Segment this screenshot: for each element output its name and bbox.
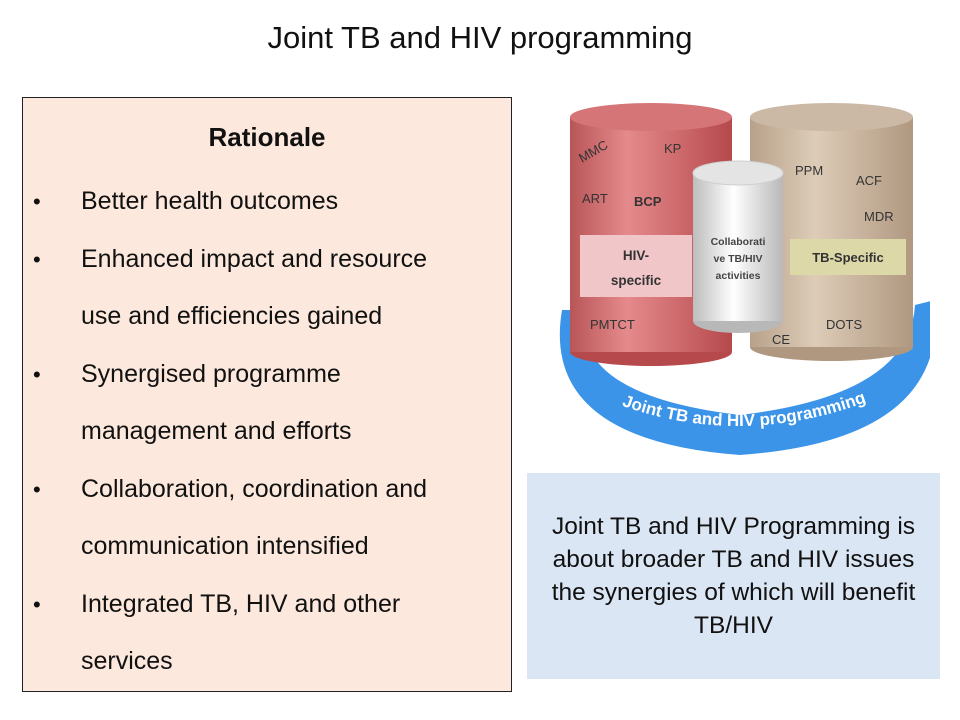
kp-label: KP [664,141,681,156]
hiv-specific-tag [580,235,692,297]
collab-line3: activities [716,270,761,282]
tb-hiv-cylinder-diagram: Joint TB and HIV programming MMC KP ART … [559,103,930,455]
page-title: Joint TB and HIV programming [267,20,693,55]
dots-label: DOTS [826,317,862,332]
collaborative-cylinder [692,160,784,333]
rationale-item: • Enhanced impact and resource use and eff… [23,231,511,346]
rationale-item-line: Integrated TB, HIV and other [81,589,401,618]
ce-label: CE [772,332,790,347]
rationale-item-line: Collaboration, coordination and [81,474,428,503]
bullet-icon: • [33,246,41,272]
pmtct-label: PMTCT [590,317,635,332]
bullet-icon: • [33,189,41,214]
bullet-icon: • [33,591,41,617]
info-box: Joint TB and HIV Programming is about br… [527,473,940,679]
tb-tag-label: TB-Specific [812,250,884,265]
hiv-tag-line1: HIV- [623,248,649,263]
acf-label: ACF [856,173,882,188]
ppm-label: PPM [795,163,823,178]
bullet-icon: • [33,476,41,502]
rationale-item-line: Synergised programme [81,359,341,388]
rationale-item-line: management and efforts [81,417,352,445]
rationale-item-line: Better health outcomes [81,187,339,215]
rationale-list: • Better health outcomes • Enhanced impact … [23,173,511,691]
bullet-icon: • [33,361,41,387]
rationale-item: • Synergised programme management and effo… [23,346,511,461]
rationale-item-line: communication intensified [81,532,369,560]
rationale-heading: Rationale [208,122,326,152]
rationale-item: • Collaboration, coordination and communic… [23,461,511,576]
rationale-item-line: use and efficiencies gained [81,302,383,330]
mdr-label: MDR [864,209,894,224]
collab-line2: ve TB/HIV [713,253,762,265]
joint-programming-arc [559,301,930,455]
tb-specific-tag [790,239,906,275]
rationale-item: • Better health outcomes [23,173,511,231]
collab-line1: Collaborati [711,236,766,248]
rationale-panel: Rationale • Better health outcomes • Enhanc… [22,97,512,692]
hiv-tag-line2: specific [611,273,662,288]
rationale-item: • Integrated TB, HIV and other services [23,576,511,691]
art-label: ART [582,191,608,206]
info-text: Joint TB and HIV Programming is about br… [551,513,916,639]
rationale-item-line: Enhanced impact and resource [81,244,428,273]
rationale-item-line: services [81,647,173,675]
bcp-label: BCP [634,194,662,209]
